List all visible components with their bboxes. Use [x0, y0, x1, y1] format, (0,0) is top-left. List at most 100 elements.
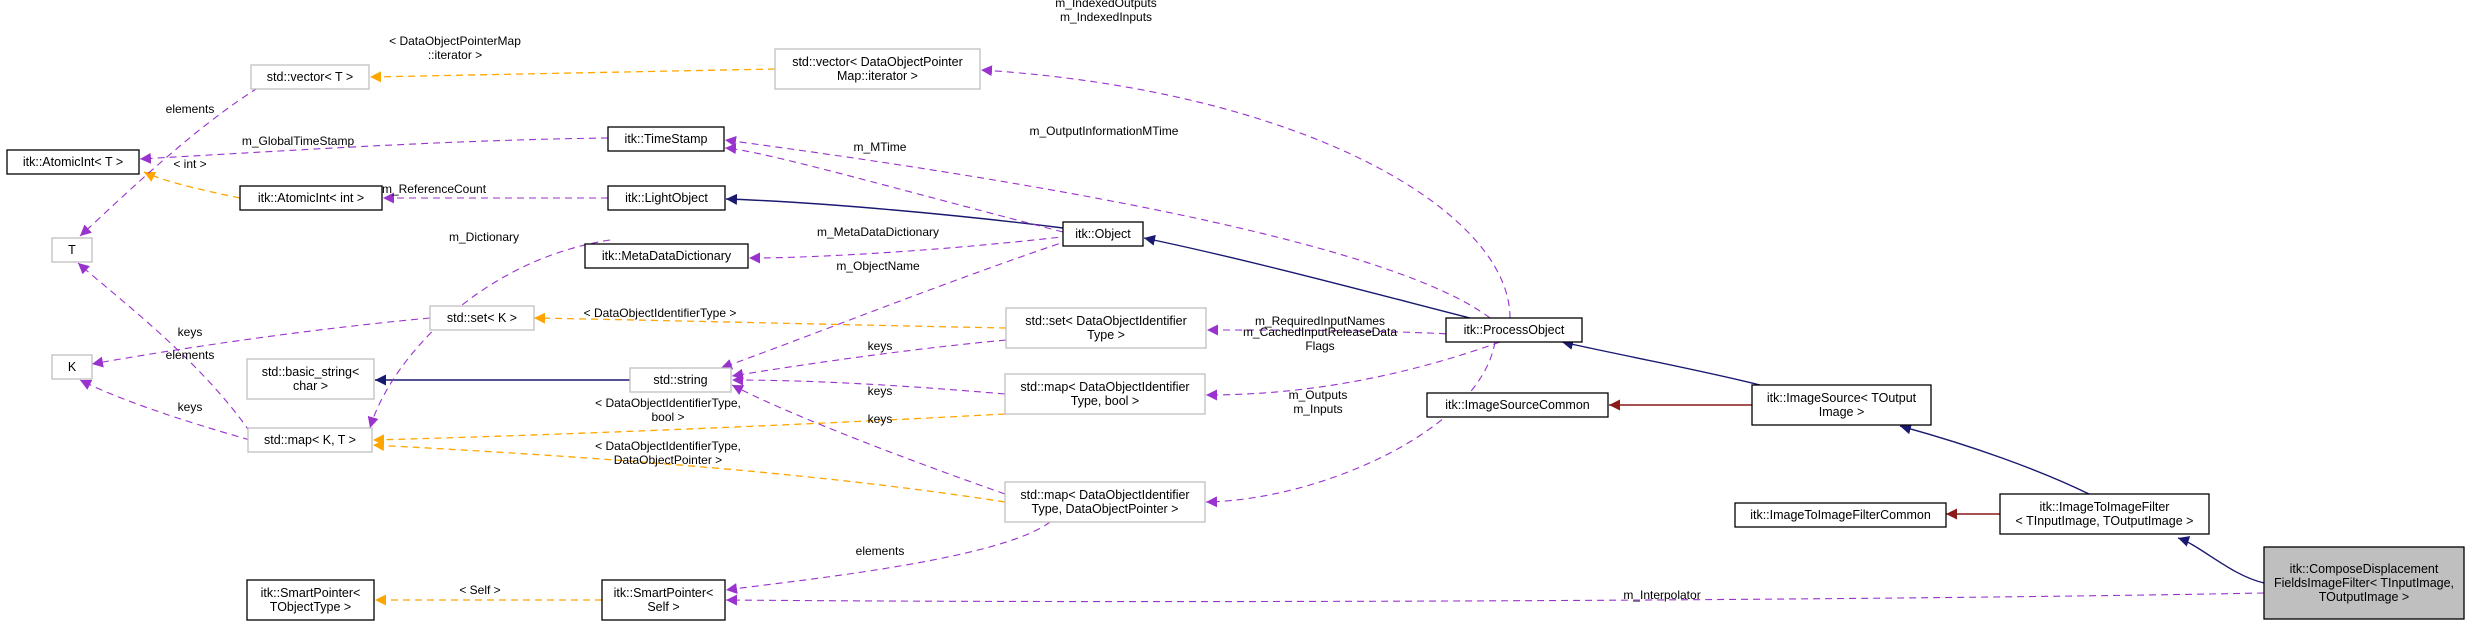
edge-label-meta-data-dictionary: m_MetaDataDictionary: [817, 225, 939, 239]
edge-inherit-4: [1561, 339, 1761, 386]
edge-label-int-template: < int >: [173, 157, 206, 171]
edge-usage-33: [79, 64, 301, 237]
class-node-label: itk::SmartPointer<TObjectType >: [261, 586, 361, 614]
class-node-label: itk::SmartPointer<Self >: [614, 586, 714, 614]
edge-usage-17: [139, 137, 609, 164]
edge-label-elements-t: elements: [166, 348, 215, 362]
edge-usage-14: [720, 239, 1071, 370]
edge-usage-27: [731, 384, 1006, 495]
edge-label-elements-sp: elements: [856, 544, 905, 558]
edge-usage-32: [77, 262, 251, 433]
edge-usage-29: [367, 239, 611, 429]
edge-usage-8: [980, 65, 1511, 319]
edge-label-keys-t: keys: [178, 325, 203, 339]
edge-label-keys-set: keys: [868, 339, 893, 353]
class-node-label: itk::MetaDataDictionary: [602, 249, 732, 263]
class-node-label: std::vector< T >: [267, 70, 353, 84]
class-node-label: std::string: [653, 373, 707, 387]
class-node-image-to-image-filter[interactable]: itk::ImageToImageFilter< TInputImage, TO…: [1999, 493, 2210, 535]
class-node-basic-string[interactable]: std::basic_string<char >: [246, 358, 375, 400]
edge-label-required-input-names: m_RequiredInputNames: [1255, 314, 1385, 328]
edge-label-doit-bool-template: < DataObjectIdentifierType,bool >: [595, 396, 741, 424]
edge-usage-30: [91, 317, 431, 368]
class-node-label: itk::ImageToImageFilterCommon: [1750, 508, 1931, 522]
edge-label-doit-set-template: < DataObjectIdentifierType >: [584, 306, 737, 320]
edge-inherit-0: [2177, 536, 2265, 584]
class-node-label: itk::Object: [1075, 227, 1131, 241]
class-node-map-k-t[interactable]: std::map< K, T >: [247, 427, 373, 453]
class-node-label: itk::AtomicInt< T >: [23, 155, 123, 169]
edge-label-object-name: m_ObjectName: [836, 259, 920, 273]
class-node-smart-pointer-tobject[interactable]: itk::SmartPointer<TObjectType >: [246, 579, 375, 621]
edge-usage-7: [725, 592, 2265, 606]
edge-label-keys-map-dop: keys: [868, 412, 893, 426]
class-node-label: itk::ImageSourceCommon: [1445, 398, 1590, 412]
class-node-atomic-int-int[interactable]: itk::AtomicInt< int >: [239, 185, 383, 211]
class-node-label: itk::LightObject: [625, 191, 708, 205]
class-node-std-string[interactable]: std::string: [629, 367, 732, 393]
class-node-label: itk::ProcessObject: [1464, 323, 1565, 337]
edge-label-reference-count: m_ReferenceCount: [382, 182, 487, 196]
edge-usage-25: [731, 339, 1007, 380]
class-node-image-to-image-filter-common[interactable]: itk::ImageToImageFilterCommon: [1734, 502, 1947, 528]
class-node-vector-t[interactable]: std::vector< T >: [250, 64, 370, 90]
edge-template-20: [533, 312, 1007, 329]
edge-inherit-5: [1143, 234, 1471, 319]
class-node-meta-data-dictionary[interactable]: itk::MetaDataDictionary: [584, 243, 749, 269]
class-node-k-param[interactable]: K: [51, 354, 93, 380]
edge-label-elements-vector: elements: [166, 102, 215, 116]
class-node-label: itk::TimeStamp: [625, 132, 708, 146]
class-node-label: itk::ImageToImageFilter< TInputImage, TO…: [2016, 500, 2194, 528]
class-node-time-stamp[interactable]: itk::TimeStamp: [607, 126, 725, 152]
class-node-label: itk::AtomicInt< int >: [258, 191, 364, 205]
class-node-process-object[interactable]: itk::ProcessObject: [1445, 317, 1583, 343]
edge-inherit-6: [725, 193, 1064, 229]
edge-label-self-template: < Self >: [459, 583, 500, 597]
edge-inherit-2: [1899, 423, 2090, 495]
class-node-light-object[interactable]: itk::LightObject: [607, 185, 726, 211]
class-node-t-param[interactable]: T: [51, 237, 93, 263]
edge-usage-11: [1206, 324, 1471, 336]
class-node-label: std::set< K >: [447, 311, 517, 325]
edge-template-21: [372, 413, 1006, 446]
edge-usage-26: [731, 374, 1006, 395]
edge-label-dictionary: m_Dictionary: [449, 230, 519, 244]
edge-usage-13: [748, 235, 1071, 264]
edge-usage-10: [1205, 341, 1501, 401]
edge-usage-15: [724, 143, 1064, 233]
class-node-smart-pointer-self[interactable]: itk::SmartPointer<Self >: [601, 579, 726, 621]
edge-usage-12: [1205, 341, 1496, 508]
class-node-image-source-common[interactable]: itk::ImageSourceCommon: [1426, 392, 1609, 418]
edge-usage-9: [724, 136, 1491, 319]
edge-usage-31: [79, 379, 251, 441]
class-node-atomic-int-t[interactable]: itk::AtomicInt< T >: [6, 149, 140, 175]
edge-label-mtime: m_MTime: [854, 140, 907, 154]
edge-label-global-time-stamp: m_GlobalTimeStamp: [242, 134, 355, 148]
edge-template-22: [372, 440, 1006, 503]
edge-label-doit-dop-template: < DataObjectIdentifierType,DataObjectPoi…: [595, 439, 741, 467]
edge-label-interpolator: m_Interpolator: [1623, 588, 1700, 602]
class-node-object[interactable]: itk::Object: [1062, 221, 1144, 247]
edge-template-18: [369, 68, 776, 83]
class-node-set-k[interactable]: std::set< K >: [429, 305, 535, 331]
class-node-label: K: [68, 360, 77, 374]
edge-template-19: [143, 171, 241, 199]
class-node-label: T: [68, 243, 76, 257]
edge-label-output-information-mtime: m_OutputInformationMTime: [1030, 124, 1179, 138]
